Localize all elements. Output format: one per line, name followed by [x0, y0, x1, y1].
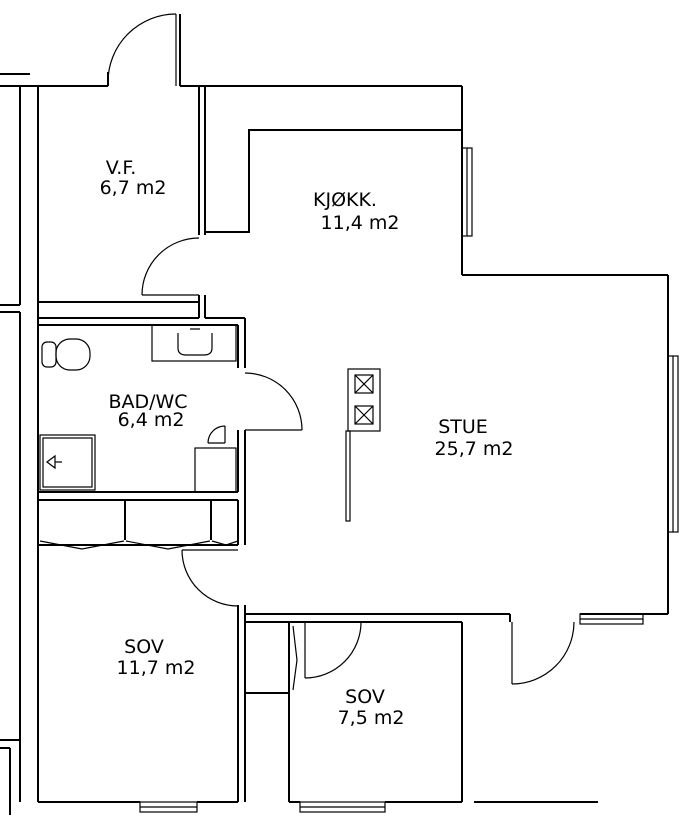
room-area: 7,5 m2: [338, 707, 405, 729]
room-area: 25,7 m2: [435, 438, 514, 460]
room-name: V.F.: [106, 157, 137, 179]
stove-icon: [347, 368, 381, 432]
room-name: SOV: [345, 686, 385, 708]
door-swing-icon[interactable]: [107, 13, 575, 685]
room-bedroom-small: SOV 7,5 m2: [338, 686, 405, 729]
shower-icon: [39, 434, 96, 491]
room-living: STUE 25,7 m2: [435, 416, 514, 460]
room-area: 6,7 m2: [100, 177, 167, 199]
room-name: KJØKK.: [313, 189, 377, 211]
room-bedroom-large: SOV 11,7 m2: [117, 636, 196, 679]
room-area: 11,4 m2: [321, 212, 400, 234]
room-area: 11,7 m2: [117, 657, 196, 679]
sink-icon: [151, 324, 237, 362]
room-name: SOV: [124, 636, 164, 658]
room-name: BAD/WC: [108, 391, 187, 413]
room-bath: BAD/WC 6,4 m2: [108, 391, 187, 431]
kitchen-counter: [345, 430, 351, 522]
room-kitchen: KJØKK. 11,4 m2: [313, 189, 399, 234]
room-area: 6,4 m2: [118, 409, 185, 431]
window-icon: [139, 147, 679, 813]
room-name: STUE: [438, 416, 488, 438]
washbasin-cabinet: [194, 425, 237, 493]
wardrobe-doors: [39, 540, 298, 691]
room-vf: V.F. 6,7 m2: [100, 157, 167, 199]
walls: [0, 14, 669, 815]
toilet-icon: [41, 338, 91, 371]
